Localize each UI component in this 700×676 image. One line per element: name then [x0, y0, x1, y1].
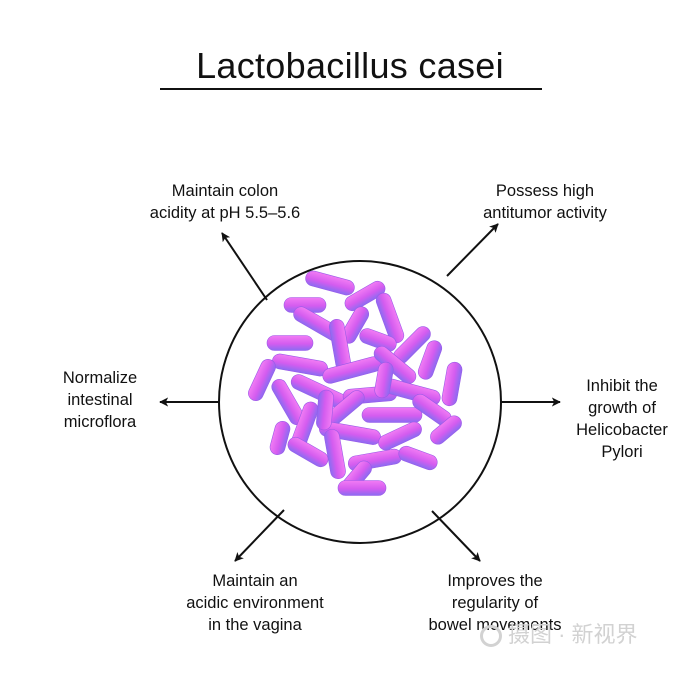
bacterium-rod: [359, 328, 397, 352]
bacterium-rod: [287, 436, 329, 468]
arrow-bottom-right: [431, 510, 481, 562]
bacterium-rod: [430, 415, 462, 445]
arrow-top-right: [446, 223, 499, 277]
title-underline: [160, 88, 542, 90]
bacterium-rod: [337, 480, 387, 496]
watermark-text: 摄图 · 新视界: [508, 622, 638, 647]
bacterium-rod: [305, 270, 355, 296]
watermark: 摄图 · 新视界: [480, 618, 690, 652]
bacterium-rod: [375, 292, 405, 344]
bacterium-rod: [398, 445, 438, 471]
bacterium-rod: [266, 335, 314, 351]
bacterium-rod: [374, 361, 394, 399]
benefit-antitumor: Possess high antitumor activity: [483, 182, 607, 222]
benefit-colon-acidity: Maintain colon acidity at pH 5.5–5.6: [149, 182, 301, 222]
bacterium-rod: [441, 361, 463, 407]
bacterium-rod: [316, 389, 334, 431]
bacterium-rod: [344, 280, 386, 312]
benefit-helicobacter: Inhibit the growth of Helicobacter Pylor…: [576, 377, 668, 461]
diagram-title: Lactobacillus casei: [196, 45, 504, 86]
bacterium-rod: [324, 428, 346, 480]
bacterium-rod: [361, 407, 423, 423]
benefit-intestinal-microflora: Normalize intestinal microflora: [62, 369, 138, 431]
arrow-top-left: [221, 232, 268, 301]
bacterium-rod: [417, 340, 443, 380]
benefit-vaginal-acidity: Maintain an acidic environment in the va…: [186, 572, 324, 634]
bacterium-rod: [248, 359, 276, 401]
bacterium-rod: [378, 421, 422, 451]
bacterium-rod: [269, 421, 291, 455]
rod-shaped-bacteria-cluster-icon: [248, 270, 463, 496]
arrow-bottom-left: [234, 509, 285, 562]
watermark-logo-icon: [480, 625, 502, 648]
